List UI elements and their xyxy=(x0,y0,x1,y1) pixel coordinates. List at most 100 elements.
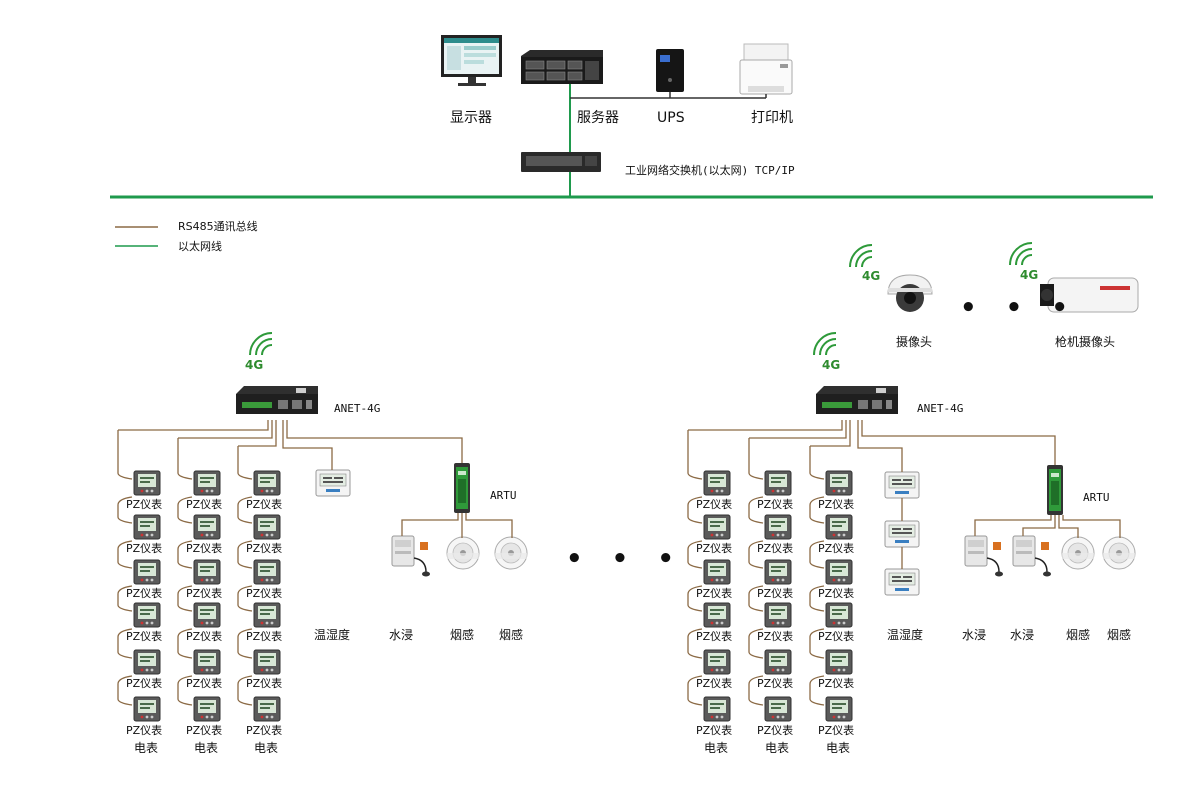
group1-bus-col1-feed xyxy=(118,420,269,431)
bullet-camera-4g-label: 4G xyxy=(1020,268,1039,282)
meter-icon xyxy=(764,514,792,540)
group2-bus-col3 xyxy=(809,446,825,706)
switch-icon xyxy=(521,152,601,172)
group2-bus-col3-feed xyxy=(810,420,851,447)
meter-label: PZ仪表 xyxy=(757,498,794,511)
meter-icon xyxy=(764,559,792,585)
group2-bus-col1-feed xyxy=(688,420,843,431)
gateway1-4g-label: 4G xyxy=(245,358,264,372)
gateway1-icon xyxy=(236,386,318,414)
meter-label: PZ仪表 xyxy=(186,677,223,690)
group1-rs485-bus xyxy=(117,420,277,706)
ups-label: UPS xyxy=(657,110,685,126)
meter-icon xyxy=(764,649,792,675)
group1-bus-col2-feed xyxy=(178,420,273,439)
meter-label: PZ仪表 xyxy=(186,587,223,600)
camera-ellipsis: • • • xyxy=(960,293,1078,323)
meter-label: PZ仪表 xyxy=(818,542,855,555)
meter-icon xyxy=(825,559,853,585)
dome-camera-4g-label: 4G xyxy=(862,269,881,283)
meter-footer-label: 电表 xyxy=(826,741,851,755)
gateway2-signal-icon xyxy=(813,332,837,356)
meter-label: PZ仪表 xyxy=(757,587,794,600)
g1-water-sensor-icon xyxy=(391,535,431,578)
g1-smoke-sensor-2-icon xyxy=(494,536,528,570)
meter-label: PZ仪表 xyxy=(757,542,794,555)
legend-rs485-label: RS485通讯总线 xyxy=(178,220,258,233)
gateway2-icon xyxy=(816,386,898,414)
meter-icon xyxy=(764,602,792,628)
bullet-camera-icon xyxy=(1040,277,1139,313)
meter-icon xyxy=(825,602,853,628)
dome-camera-icon xyxy=(887,274,933,312)
meter-label: PZ仪表 xyxy=(246,677,283,690)
meter-icon xyxy=(253,602,281,628)
meter-icon xyxy=(703,470,731,496)
meter-icon xyxy=(193,559,221,585)
meter-label: PZ仪表 xyxy=(246,498,283,511)
meter-label: PZ仪表 xyxy=(818,630,855,643)
meter-label: PZ仪表 xyxy=(246,587,283,600)
group2-bus-col1 xyxy=(687,430,703,706)
legend-ethernet-label: 以太网线 xyxy=(178,240,222,253)
group1-bus-col2 xyxy=(177,438,193,706)
g1-smoke-sensor-1-icon xyxy=(446,536,480,570)
meter-label: PZ仪表 xyxy=(696,677,733,690)
meter-icon xyxy=(133,696,161,722)
meter-icon xyxy=(764,470,792,496)
g2-smoke-sensor-2-icon xyxy=(1102,536,1136,570)
meter-icon xyxy=(253,696,281,722)
meter-label: PZ仪表 xyxy=(186,724,223,737)
meter-icon xyxy=(193,649,221,675)
g2-rtu-icon xyxy=(1047,465,1063,515)
dome-camera-signal-icon xyxy=(849,244,873,268)
meter-icon xyxy=(703,649,731,675)
meter-label: PZ仪表 xyxy=(818,724,855,737)
ups-icon xyxy=(656,49,684,92)
meter-label: PZ仪表 xyxy=(246,542,283,555)
meter-icon xyxy=(703,514,731,540)
meter-label: PZ仪表 xyxy=(246,724,283,737)
g1-sensor-label-2: 水浸 xyxy=(389,628,414,642)
meter-footer-label: 电表 xyxy=(134,741,159,755)
g2-temp-humidity-sensor-2-icon xyxy=(884,520,920,548)
meter-icon xyxy=(703,602,731,628)
meter-icon xyxy=(703,696,731,722)
group2-bus-col2 xyxy=(748,438,764,706)
printer-label: 打印机 xyxy=(751,110,793,126)
meter-footer-label: 电表 xyxy=(704,741,729,755)
g2-temp-humidity-sensor-3-icon xyxy=(884,568,920,596)
rtu2-label: ARTU xyxy=(1083,491,1110,504)
meter-icon xyxy=(253,470,281,496)
gateway1-signal-icon xyxy=(249,332,273,356)
g1-sensor-label-1: 温湿度 xyxy=(314,628,351,642)
group1-bus-col3 xyxy=(237,446,253,706)
g1-rtu-icon xyxy=(454,463,470,513)
gateway1-label: ANET-4G xyxy=(334,402,381,415)
group2-sensor-wiring xyxy=(857,420,1121,569)
meter-label: PZ仪表 xyxy=(696,630,733,643)
meter-icon xyxy=(825,470,853,496)
meter-label: PZ仪表 xyxy=(126,630,163,643)
group1-bus-col1 xyxy=(117,430,133,706)
meter-label: PZ仪表 xyxy=(696,498,733,511)
meter-label: PZ仪表 xyxy=(818,498,855,511)
g1-sensor-label-3: 烟感 xyxy=(450,628,475,642)
g1-sensor-label-4: 烟感 xyxy=(499,628,524,642)
meter-label: PZ仪表 xyxy=(186,630,223,643)
g2-water-sensor-2-icon xyxy=(1012,535,1052,578)
meter-label: PZ仪表 xyxy=(818,677,855,690)
meter-icon xyxy=(253,559,281,585)
group2-bus-col2-feed xyxy=(749,420,847,439)
meter-label: PZ仪表 xyxy=(126,724,163,737)
meter-label: PZ仪表 xyxy=(696,542,733,555)
server-icon xyxy=(521,50,603,84)
meter-label: PZ仪表 xyxy=(186,498,223,511)
meter-footer-label: 电表 xyxy=(765,741,790,755)
ups-printer-link xyxy=(570,92,767,99)
meter-icon xyxy=(133,470,161,496)
gateway2-label: ANET-4G xyxy=(917,402,964,415)
group2-rs485-bus xyxy=(687,420,851,706)
meter-label: PZ仪表 xyxy=(757,724,794,737)
meter-icon xyxy=(253,649,281,675)
